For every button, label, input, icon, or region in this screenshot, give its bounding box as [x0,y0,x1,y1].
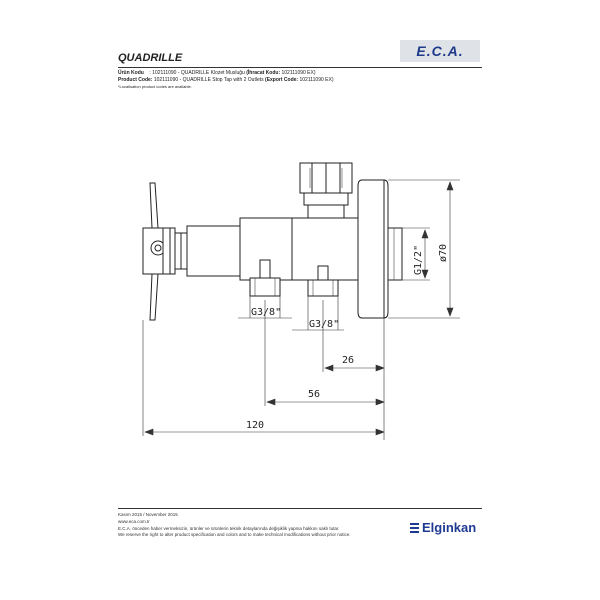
dim-outlet-right: G3/8" [309,319,339,330]
elginkan-mark-icon [410,522,419,533]
footer-disclaimer-tr: E.C.A. önceden haber vermeksizin, ürünle… [118,526,340,531]
footer-disclaimer-en: We reserve the right to alter product sp… [118,532,351,537]
top-nut [299,162,353,219]
footer-rule [118,508,482,509]
footer-website: www.eca.com.tr [118,519,150,524]
valve-body [186,217,359,281]
elginkan-text: Elginkan [422,520,477,535]
dim-120: 120 [246,420,264,431]
dim-thread-top: G1/2" [413,245,424,275]
product-code-en: Product Code: 102111090 - QUADRILLE Stop… [118,77,334,83]
localisation-note: *Localisation product codes are availabl… [118,84,192,89]
page-title: QUADRILLE [118,52,183,64]
dim-26: 26 [342,355,354,366]
dim-56: 56 [308,389,320,400]
footer-date: Kasım 2015 / November 2015 [118,512,178,517]
outlet-right [307,265,339,297]
cross-handle [142,182,188,321]
dim-outlet-left: G3/8" [251,307,281,318]
eca-logo-text: E.C.A. [416,43,464,59]
elginkan-logo: Elginkan [410,520,476,535]
outlet-left [249,259,281,297]
eca-logo: E.C.A. [400,40,480,62]
product-code-tr: Ürün Kodu : 102111090 - QUADRILLE Klozet… [118,70,316,76]
wall-rosette [357,179,403,319]
dim-diameter: ø70 [438,244,449,262]
header-rule [118,67,482,68]
